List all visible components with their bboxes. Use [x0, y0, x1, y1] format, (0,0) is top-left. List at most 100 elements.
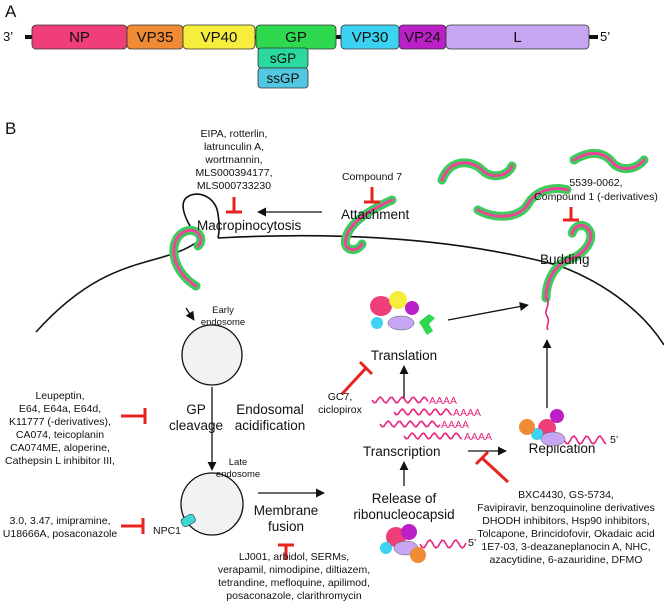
- inhibitor-line: Compound 1 (-derivatives): [534, 191, 658, 203]
- genome-5prime-end: 5’: [600, 29, 610, 44]
- sgp-box: sGP: [257, 47, 309, 69]
- gp-cleavage-label-1: GP: [186, 402, 206, 417]
- polya-label-1: AAAA: [429, 395, 457, 407]
- inhibitor-line: EIPA, rotterlin,: [201, 128, 268, 140]
- inhibition-markers: [121, 187, 579, 560]
- pathway-arrows: [185, 207, 552, 498]
- release-label-1: Release of: [372, 491, 437, 506]
- polya-label-2: AAAA: [453, 407, 481, 419]
- early-endosome: [181, 324, 243, 386]
- gene-vp40: VP40: [182, 24, 256, 50]
- attachment-inhibitors: Compound 7: [342, 171, 402, 183]
- transcription-inhibitors: BXC4430, GS-5734, Favipiravir, benzoquin…: [477, 489, 655, 566]
- gene-np: NP: [31, 24, 128, 50]
- inhibitor-line: U18666A, posaconazole: [3, 528, 118, 540]
- inhibitor-line: 1E7-03, 3-deazaneplanocin A, NHC,: [481, 541, 650, 553]
- inhibitor-line: MLS000733230: [197, 180, 271, 192]
- virion-budding: [541, 221, 596, 303]
- polya-label-4: AAAA: [464, 431, 492, 443]
- inhibitor-line: GC7,: [328, 391, 353, 403]
- inhibitor-line: tetrandine, mefloquine, apilimod,: [218, 577, 370, 589]
- translation-label: Translation: [371, 348, 437, 363]
- replication-complex: [519, 409, 566, 447]
- inhibitor-line: E64, E64a, E64d,: [19, 403, 101, 415]
- inhibitor-line: 3.0, 3.47, imipramine,: [10, 515, 111, 527]
- virion-free-2: [473, 184, 573, 221]
- release-label-2: ribonucleocapsid: [353, 507, 454, 522]
- genome-3prime-end: 3’: [3, 29, 13, 44]
- early-endosome-label-1: Early: [212, 305, 234, 316]
- cell-membrane: [35, 234, 664, 346]
- panel-b-label: B: [5, 119, 16, 138]
- inhibitor-line: MLS000394177,: [195, 167, 272, 179]
- transcription-label: Transcription: [363, 444, 441, 459]
- npc1-inhibitors: 3.0, 3.47, imipramine, U18666A, posacona…: [3, 515, 118, 540]
- gene-l: L: [445, 24, 590, 50]
- replication-rna: [563, 434, 607, 446]
- late-endosome: [180, 472, 244, 536]
- inhibitor-line: Favipiravir, benzoquinoline derivatives: [477, 502, 654, 514]
- gene-vp24-label: VP24: [404, 29, 441, 46]
- attachment-label: Attachment: [341, 207, 410, 222]
- early-endosome-label-2: endosome: [201, 317, 245, 328]
- inhibitor-line: LJ001, arbidol, SERMs,: [239, 551, 349, 563]
- budding-rna: [545, 297, 550, 331]
- macropinocytosis-cup: [182, 193, 220, 241]
- inhibitor-line: Tolcapone, Brincidofovir, Okadaic acid: [477, 528, 655, 540]
- npc1-label: NPC1: [153, 525, 181, 537]
- released-rna: [419, 538, 467, 550]
- ssgp-box: ssGP: [257, 67, 309, 89]
- gp-cleavage-label-2: cleavage: [169, 418, 223, 433]
- budding-inhibitors: 5539-0062, Compound 1 (-derivatives): [534, 177, 658, 203]
- gene-vp35: VP35: [126, 24, 184, 50]
- gene-np-label: NP: [69, 29, 90, 46]
- gp-cleavage-inhibitors: Leupeptin, E64, E64a, E64d, K11777 (-der…: [5, 390, 115, 467]
- translation-proteins: [370, 291, 435, 335]
- translation-inhibitors: GC7, ciclopirox: [318, 391, 363, 416]
- inhibitor-line: Cathepsin L inhibitor III,: [5, 455, 115, 467]
- inhibitor-line: CA074ME, aloperine,: [10, 442, 110, 454]
- membrane-fusion-label-2: fusion: [268, 519, 304, 534]
- mrna-transcripts: AAAA AAAA AAAA AAAA: [371, 395, 492, 443]
- late-endosome-label-2: endosome: [216, 469, 260, 480]
- npc1-receptor: [180, 513, 196, 528]
- inhibitor-line: wortmannin,: [204, 154, 262, 166]
- macropinocytosis-inhibitors: EIPA, rotterlin, latrunculin A, wortmann…: [195, 128, 272, 192]
- sgp-label: sGP: [270, 51, 296, 66]
- gene-vp24: VP24: [398, 24, 447, 50]
- late-endosome-label-1: Late: [229, 457, 248, 468]
- gene-vp30-label: VP30: [352, 29, 389, 46]
- budding-label: Budding: [540, 252, 590, 267]
- inhibitor-line: CA074, teicoplanin: [16, 429, 104, 441]
- inhibitor-line: ciclopirox: [318, 404, 363, 416]
- inhibitor-line: latrunculin A,: [204, 141, 264, 153]
- virion-attachment: [340, 195, 397, 255]
- gene-vp40-label: VP40: [201, 29, 238, 46]
- released-rna-5prime: 5’: [468, 537, 476, 549]
- virion-macropinosome: [169, 226, 206, 291]
- inhibitor-line: DHODH inhibitors, Hsp90 inhibitors,: [482, 515, 649, 527]
- macropinocytosis-label: Macropinocytosis: [197, 218, 302, 233]
- ribonucleocapsid: [380, 524, 426, 563]
- gene-gp-label: GP: [285, 29, 307, 46]
- replication-rna-5prime: 5’: [610, 434, 618, 446]
- inhibitor-line: BXC4430, GS-5734,: [518, 489, 614, 501]
- gene-gp: GP: [255, 24, 337, 50]
- membrane-fusion-inhibitors: LJ001, arbidol, SERMs, verapamil, nimodi…: [218, 551, 370, 602]
- polya-label-3: AAAA: [441, 419, 469, 431]
- endosomal-acidification-label-1: Endosomal: [236, 402, 304, 417]
- virion-free-3: [569, 149, 649, 173]
- gene-l-label: L: [513, 29, 521, 46]
- inhibitor-line: K11777 (-derivatives),: [9, 416, 111, 428]
- inhibitor-line: azacytidine, 6-azauridine, DFMO: [490, 554, 643, 566]
- inhibitor-line: Leupeptin,: [35, 390, 84, 402]
- virion-free-1: [437, 158, 517, 185]
- gene-vp35-label: VP35: [137, 29, 174, 46]
- ssgp-label: ssGP: [266, 71, 299, 86]
- replication-label: Replication: [529, 441, 596, 456]
- gene-vp30: VP30: [340, 24, 400, 50]
- inhibitor-line: verapamil, nimodipine, diltiazem,: [218, 564, 370, 576]
- panel-a-label: A: [5, 2, 17, 21]
- inhibitor-line: posaconazole, clarithromycin: [226, 590, 362, 602]
